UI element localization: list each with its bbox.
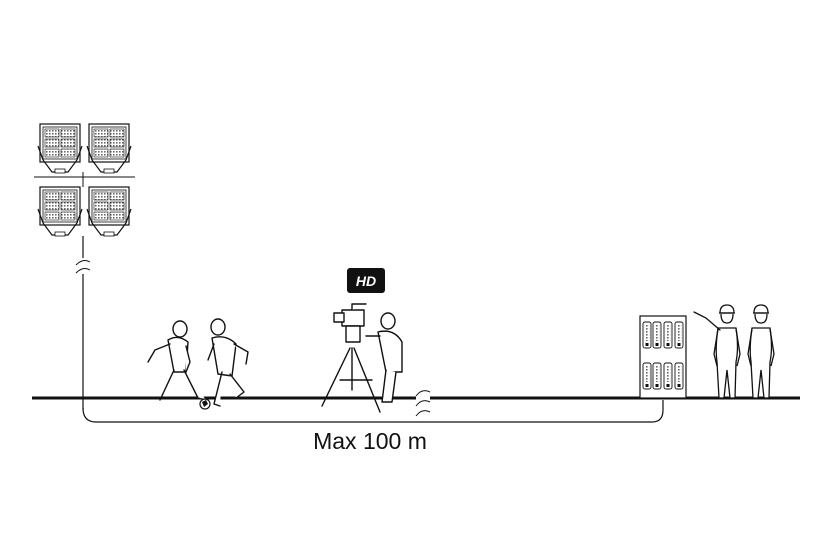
engineers <box>693 304 775 399</box>
max-distance-label: Max 100 m <box>313 428 427 454</box>
hd-badge-text: HD <box>356 273 376 289</box>
lighting-pole <box>75 236 91 410</box>
floodlight-cluster <box>34 123 135 237</box>
hd-badge: HD <box>347 268 385 293</box>
break-mark <box>415 388 431 420</box>
camera-operator <box>321 303 403 413</box>
driver-cabinet <box>639 315 687 399</box>
football-players <box>147 318 249 410</box>
distance-bracket <box>82 400 664 423</box>
